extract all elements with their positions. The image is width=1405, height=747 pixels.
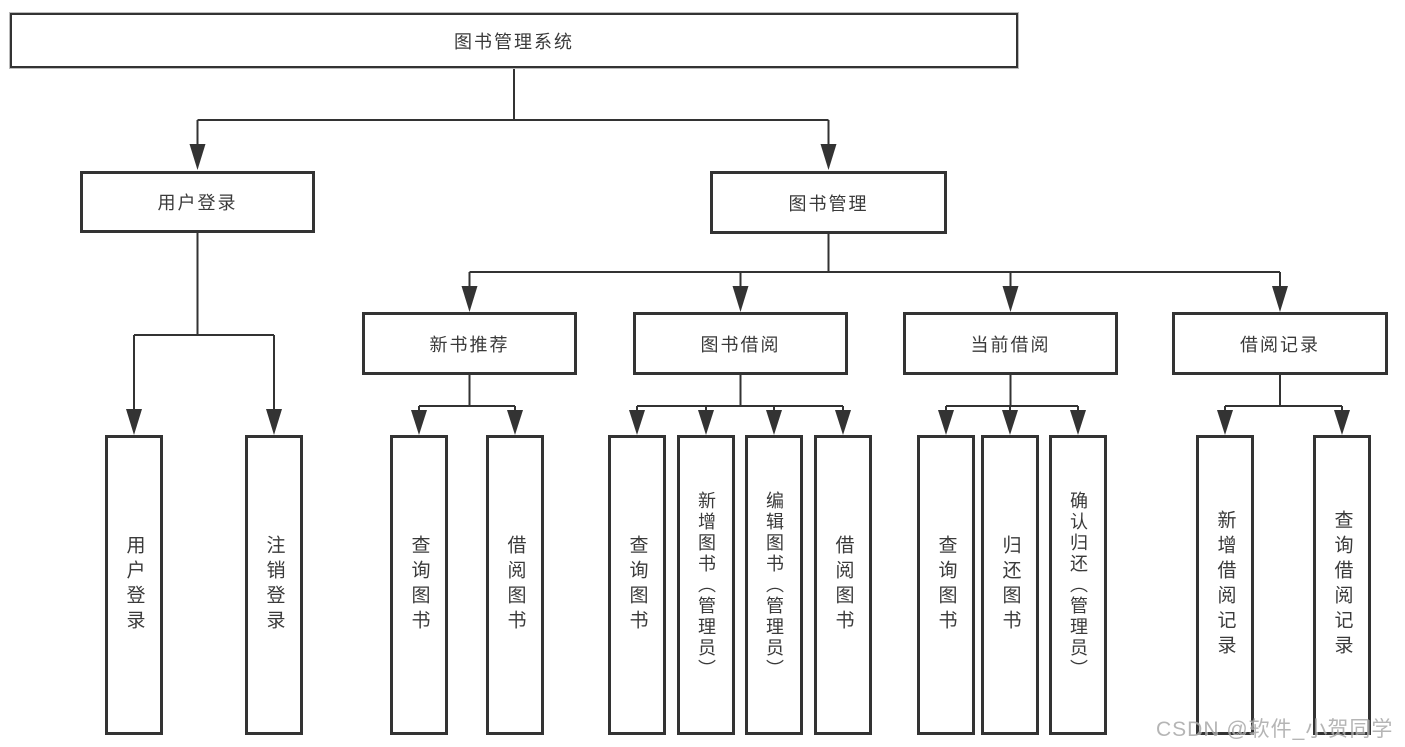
arrowheads [126, 144, 1350, 435]
leaf-borrow-books-borrowing-label: 借阅图书 [832, 535, 854, 635]
node-borrowing-records-label: 借阅记录 [1240, 334, 1320, 355]
leaf-add-book-admin: 新增图书（管理员） [677, 435, 735, 735]
node-current-borrowing-label: 当前借阅 [970, 334, 1051, 355]
node-user-login: 用户登录 [80, 171, 315, 233]
node-root: 图书管理系统 [10, 13, 1018, 68]
leaf-query-books-current-label: 查询图书 [935, 535, 957, 635]
node-user-login-label: 用户登录 [157, 193, 238, 213]
leaf-borrow-books-borrowing: 借阅图书 [814, 435, 872, 735]
leaf-query-books-recommend-label: 查询图书 [408, 535, 430, 635]
leaf-logout-label: 注销登录 [263, 535, 285, 635]
leaf-borrow-books-recommend: 借阅图书 [486, 435, 544, 735]
leaf-query-books-borrowing: 查询图书 [608, 435, 666, 735]
leaf-user-login-label: 用户登录 [123, 535, 145, 635]
leaf-add-book-admin-label: 新增图书（管理员） [696, 490, 716, 680]
leaf-edit-book-admin-label: 编辑图书（管理员） [764, 490, 784, 680]
node-new-book-recommendation-label: 新书推荐 [429, 334, 510, 355]
node-book-borrowing: 图书借阅 [633, 312, 848, 375]
node-book-management: 图书管理 [710, 171, 947, 234]
node-current-borrowing: 当前借阅 [903, 312, 1118, 375]
node-new-book-recommendation: 新书推荐 [362, 312, 577, 375]
leaf-add-borrow-record-label: 新增借阅记录 [1214, 510, 1236, 660]
leaf-confirm-return-admin: 确认归还（管理员） [1049, 435, 1107, 735]
leaf-edit-book-admin: 编辑图书（管理员） [745, 435, 803, 735]
leaf-query-borrow-record-label: 查询借阅记录 [1331, 510, 1353, 660]
leaf-return-book-label: 归还图书 [999, 535, 1021, 635]
leaf-add-borrow-record: 新增借阅记录 [1196, 435, 1254, 735]
node-book-management-label: 图书管理 [788, 193, 869, 214]
leaf-logout: 注销登录 [245, 435, 303, 735]
node-book-borrowing-label: 图书借阅 [700, 334, 781, 355]
leaf-user-login: 用户登录 [105, 435, 163, 735]
leaf-borrow-books-recommend-label: 借阅图书 [504, 535, 526, 635]
leaf-query-books-current: 查询图书 [917, 435, 975, 735]
node-root-label: 图书管理系统 [454, 31, 574, 52]
leaf-return-book: 归还图书 [981, 435, 1039, 735]
leaf-query-books-recommend: 查询图书 [390, 435, 448, 735]
node-borrowing-records: 借阅记录 [1172, 312, 1388, 375]
leaf-query-books-borrowing-label: 查询图书 [626, 535, 648, 635]
leaf-query-borrow-record: 查询借阅记录 [1313, 435, 1371, 735]
leaf-confirm-return-admin-label: 确认归还（管理员） [1068, 490, 1088, 680]
